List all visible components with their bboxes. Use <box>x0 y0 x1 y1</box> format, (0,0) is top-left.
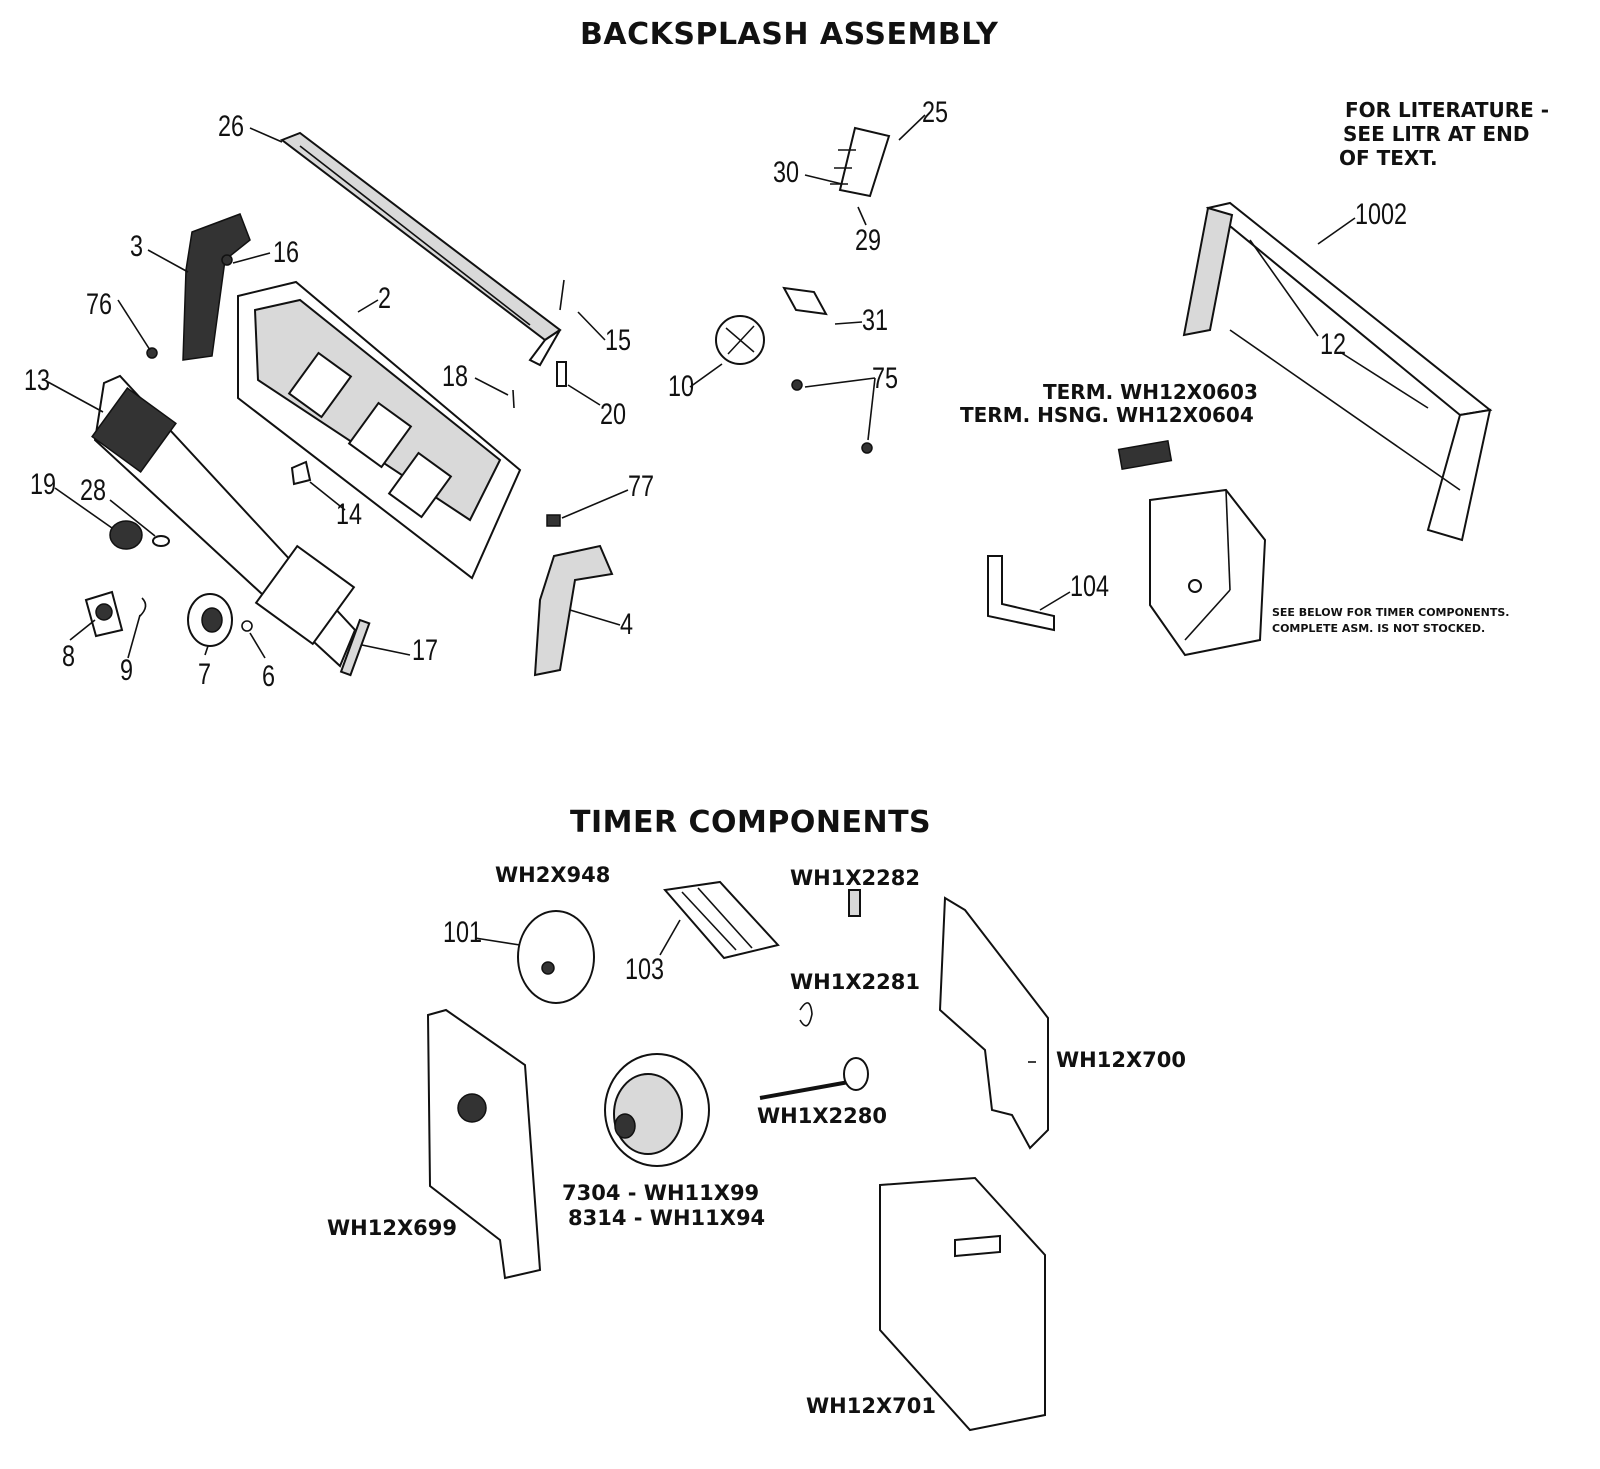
callout-6: 6 <box>262 660 276 693</box>
label-101: 101 <box>443 916 483 949</box>
timer-spring-wh1x2281 <box>799 1002 813 1027</box>
timer-plate-wh12x699 <box>426 1008 542 1280</box>
callout-76: 76 <box>86 288 113 321</box>
callout-17: 17 <box>412 634 439 667</box>
label-103: 103 <box>625 953 665 986</box>
callout-18: 18 <box>442 360 469 393</box>
callout-7: 7 <box>198 658 212 691</box>
timer-plate-wh12x700 <box>938 896 1049 1150</box>
label-wh1x2281: WH1X2281 <box>790 970 920 994</box>
timer-motor <box>517 910 595 1004</box>
callout-4: 4 <box>620 608 634 641</box>
part-15-screw <box>559 279 565 311</box>
callout-8: 8 <box>62 640 76 673</box>
part-14-bracket <box>290 460 312 486</box>
timer-note-line-2: COMPLETE ASM. IS NOT STOCKED. <box>1272 621 1486 635</box>
part-77-clip <box>546 514 561 527</box>
callout-3: 3 <box>130 230 144 263</box>
literature-note: FOR LITERATURE - SEE LITR AT END OF TEXT… <box>1339 98 1550 170</box>
part-26-top-cover <box>279 131 562 367</box>
callout-13: 13 <box>24 364 51 397</box>
literature-note-line-1: FOR LITERATURE - <box>1345 98 1550 122</box>
literature-note-line-2: SEE LITR AT END <box>1343 122 1530 146</box>
callout-2: 2 <box>378 282 392 315</box>
part-18-screw <box>512 389 515 409</box>
title-timer-components: TIMER COMPONENTS <box>570 805 932 840</box>
label-cam-7304: 7304 - WH11X99 <box>562 1181 760 1205</box>
callout-104: 104 <box>1070 570 1110 603</box>
callout-20: 20 <box>600 398 627 431</box>
timer-connector <box>663 880 780 960</box>
timer-note-line-1: SEE BELOW FOR TIMER COMPONENTS. <box>1272 606 1510 619</box>
part-17-trim <box>339 618 371 677</box>
callout-15: 15 <box>605 324 632 357</box>
callout-19: 19 <box>30 468 57 501</box>
callout-12: 12 <box>1320 328 1347 361</box>
timer-shaft-wh1x2280 <box>759 1057 869 1100</box>
part-2-backsplash-housing <box>237 280 522 580</box>
title-backsplash-assembly: BACKSPLASH ASSEMBLY <box>580 17 999 52</box>
part-31-clip <box>782 286 828 316</box>
label-wh12x699: WH12X699 <box>327 1216 457 1240</box>
literature-note-line-3: OF TEXT. <box>1339 146 1438 170</box>
label-cam-8314: 8314 - WH11X94 <box>568 1206 766 1230</box>
callout-75: 75 <box>872 362 899 395</box>
part-28-bushing <box>152 535 170 547</box>
callout-16: 16 <box>273 236 300 269</box>
part-13-control-panel <box>91 374 357 668</box>
timer-note: SEE BELOW FOR TIMER COMPONENTS. COMPLETE… <box>1272 605 1509 637</box>
part-20-spacer <box>556 361 567 387</box>
label-wh2x948: WH2X948 <box>495 863 611 887</box>
part-4-right-end-cap <box>533 544 614 677</box>
part-76-screw <box>146 347 158 359</box>
callout-28: 28 <box>80 474 107 507</box>
timer-assembly <box>1149 488 1267 657</box>
label-wh1x2282: WH1X2282 <box>790 866 920 890</box>
callout-30: 30 <box>773 156 800 189</box>
part-7-timer-knob <box>187 593 233 647</box>
term-label: TERM. WH12X0603 <box>1043 380 1258 404</box>
part-16-screw <box>221 254 233 266</box>
part-6-ring <box>241 620 253 632</box>
timer-cam <box>604 1053 710 1167</box>
part-19-knob <box>109 520 143 550</box>
part-8-knob <box>84 590 124 638</box>
callout-29: 29 <box>855 224 882 257</box>
part-75-screw-a <box>791 379 803 391</box>
callout-31: 31 <box>862 304 889 337</box>
part-75-screw-b <box>861 442 873 454</box>
callout-10: 10 <box>668 370 695 403</box>
timer-clip-wh1x2282 <box>848 889 861 917</box>
callout-14: 14 <box>336 498 363 531</box>
part-25-switch <box>830 126 891 198</box>
part-3-left-end-cap <box>182 213 251 361</box>
callout-77: 77 <box>628 470 655 503</box>
part-10-relay <box>715 315 765 365</box>
label-wh1x2280: WH1X2280 <box>757 1104 887 1128</box>
callout-25: 25 <box>922 96 949 129</box>
leader-lines <box>47 114 1429 1063</box>
term-housing-label: TERM. HSNG. WH12X0604 <box>960 403 1254 427</box>
part-9-clip <box>139 597 147 617</box>
timer-cover-wh12x701 <box>879 1176 1046 1432</box>
terminal-block <box>1117 439 1173 471</box>
callout-1002: 1002 <box>1355 198 1408 231</box>
callout-9: 9 <box>120 654 134 687</box>
callout-26: 26 <box>218 110 245 143</box>
part-1002-support <box>1182 201 1493 542</box>
label-wh12x701: WH12X701 <box>806 1394 936 1418</box>
part-104-bracket <box>987 555 1055 632</box>
label-wh12x700: WH12X700 <box>1056 1048 1186 1072</box>
